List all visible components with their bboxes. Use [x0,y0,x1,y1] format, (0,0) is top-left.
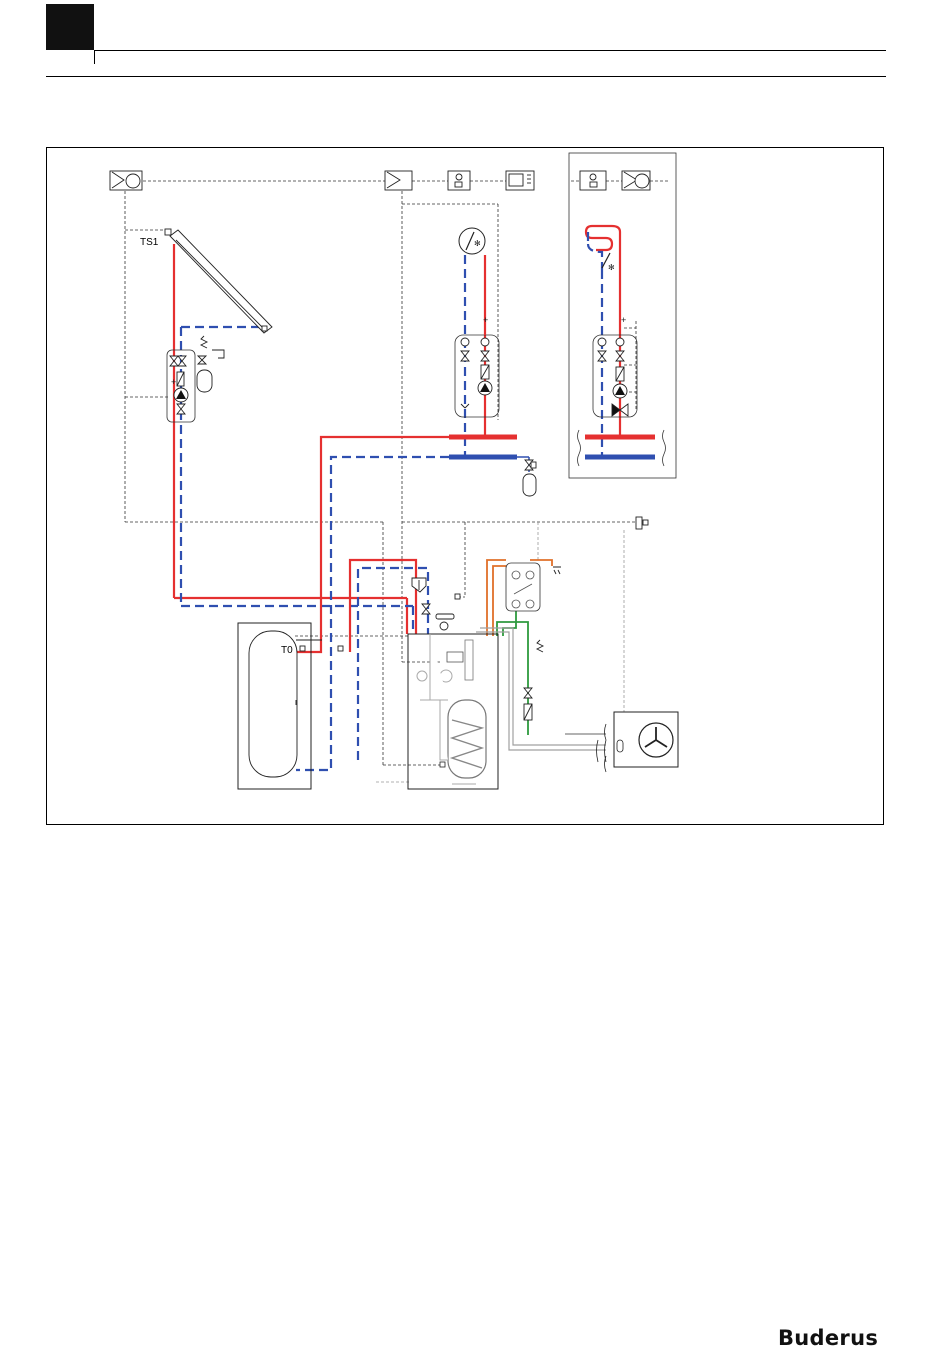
svg-text:+: + [483,315,488,325]
solar-flow-pipe [174,244,407,634]
cold-water-fittings [524,640,543,720]
heating-flow-pipe [296,239,620,652]
heating-return-pipe [296,255,602,770]
svg-text:+: + [171,377,176,387]
cooling-station-box [593,335,637,417]
svg-text:✻: ✻ [474,239,481,248]
fan-coil-heating-icon [459,228,485,254]
label-T0: T0 [281,645,293,656]
safety-group [412,578,460,630]
cooling-coil [586,226,620,250]
svg-text:+: + [621,315,626,325]
solar-return-pipe [181,327,413,634]
dhw-module [506,563,540,611]
label-TS1: TS1 [140,237,159,248]
solar-expansion-vessel [197,336,224,392]
shower-icon [553,567,561,574]
grey-pipes [476,628,606,750]
outdoor-sensor [636,517,648,529]
solar-collector-icon [165,229,272,333]
svg-text:✻: ✻ [608,263,615,272]
heating-expansion-vessel [523,460,536,496]
buderus-logo: Buderus [778,1326,878,1350]
